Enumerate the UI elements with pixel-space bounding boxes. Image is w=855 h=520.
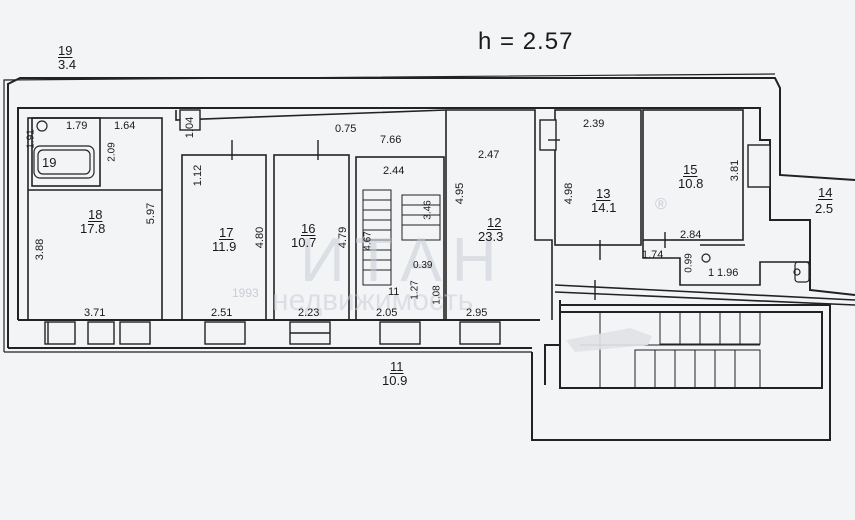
room-area: 3.4 <box>58 57 77 72</box>
dimension-label: 2.23 <box>298 307 320 319</box>
bath-fixtures <box>33 120 810 283</box>
dimension-label: 5.97 <box>145 202 158 225</box>
stairs <box>362 189 761 389</box>
room-area: 14.1 <box>591 200 617 215</box>
dimension-label: 3.71 <box>84 307 106 319</box>
dimension-label: 1.74 <box>642 249 664 261</box>
dimension-label: 0.75 <box>335 123 357 135</box>
dimension-label: 2.84 <box>680 229 702 241</box>
dimension-label: 1.96 <box>717 267 739 279</box>
dimension-label: 4.67 <box>362 231 374 251</box>
windows <box>44 109 771 345</box>
room-area: 10.9 <box>382 373 408 388</box>
door-swings <box>231 139 666 300</box>
dimension-label: 4.79 <box>337 226 350 249</box>
room-number: 17 <box>219 225 234 240</box>
room-area: 10.8 <box>678 176 704 191</box>
room-number: 16 <box>301 221 316 236</box>
dimension-label: 1.64 <box>114 120 136 132</box>
dimension-label: 4.98 <box>563 182 576 205</box>
room-number: 18 <box>88 207 103 222</box>
dimension-label: 0.39 <box>413 260 433 271</box>
room-number: 13 <box>596 186 611 201</box>
ceiling-height-label: h = 2.57 <box>478 28 574 55</box>
bath-room-number: 19 <box>42 155 57 170</box>
dimension-label: 2.51 <box>211 307 233 319</box>
dimension-label: 1.12 <box>192 164 205 187</box>
dimension-label: 3.88 <box>34 238 47 261</box>
dimension-label: 2.47 <box>478 149 500 161</box>
room-number: 14 <box>818 185 833 200</box>
dimension-label: 2.09 <box>106 142 118 162</box>
dimension-label: 1 <box>708 267 715 279</box>
watermark-sub: недвижимость <box>272 284 474 317</box>
room-area: 2.5 <box>815 201 834 216</box>
room-number: 12 <box>487 215 502 230</box>
dimension-label: 2.95 <box>466 307 488 319</box>
dimension-label: 2.05 <box>376 307 398 319</box>
dimension-label: 2.39 <box>583 118 605 130</box>
dimension-label: 2.44 <box>383 165 405 177</box>
dimension-label: 1.91 <box>25 129 37 149</box>
room-area: 17.8 <box>80 221 106 236</box>
room-area: 10.7 <box>291 235 317 250</box>
room-number: 19 <box>58 43 73 58</box>
dimension-label: 4.80 <box>254 226 267 249</box>
marker-smudge <box>566 328 652 352</box>
dimension-label: 1.08 <box>431 285 443 305</box>
dimension-label: 1.04 <box>184 116 197 139</box>
stair-room-number: 11 <box>388 286 400 298</box>
dimension-label: 1.27 <box>409 280 421 300</box>
watermark-year: 1993 <box>232 286 259 300</box>
watermark-logo-text: ИТАН <box>300 226 507 295</box>
watermark-mark: ® <box>655 196 667 213</box>
dimension-label: 3.81 <box>729 159 742 182</box>
dimension-label: 7.66 <box>380 134 402 146</box>
room-number: 11 <box>390 359 404 374</box>
room-number: 15 <box>683 162 698 177</box>
room-area: 11.9 <box>212 239 237 254</box>
dimension-label: 0.99 <box>683 253 695 273</box>
interior-walls <box>27 109 855 321</box>
dimension-label: 1.79 <box>66 120 88 132</box>
dimension-label: 4.95 <box>454 182 467 205</box>
room-area: 23.3 <box>478 229 504 244</box>
dimension-label: 3.46 <box>422 200 434 220</box>
